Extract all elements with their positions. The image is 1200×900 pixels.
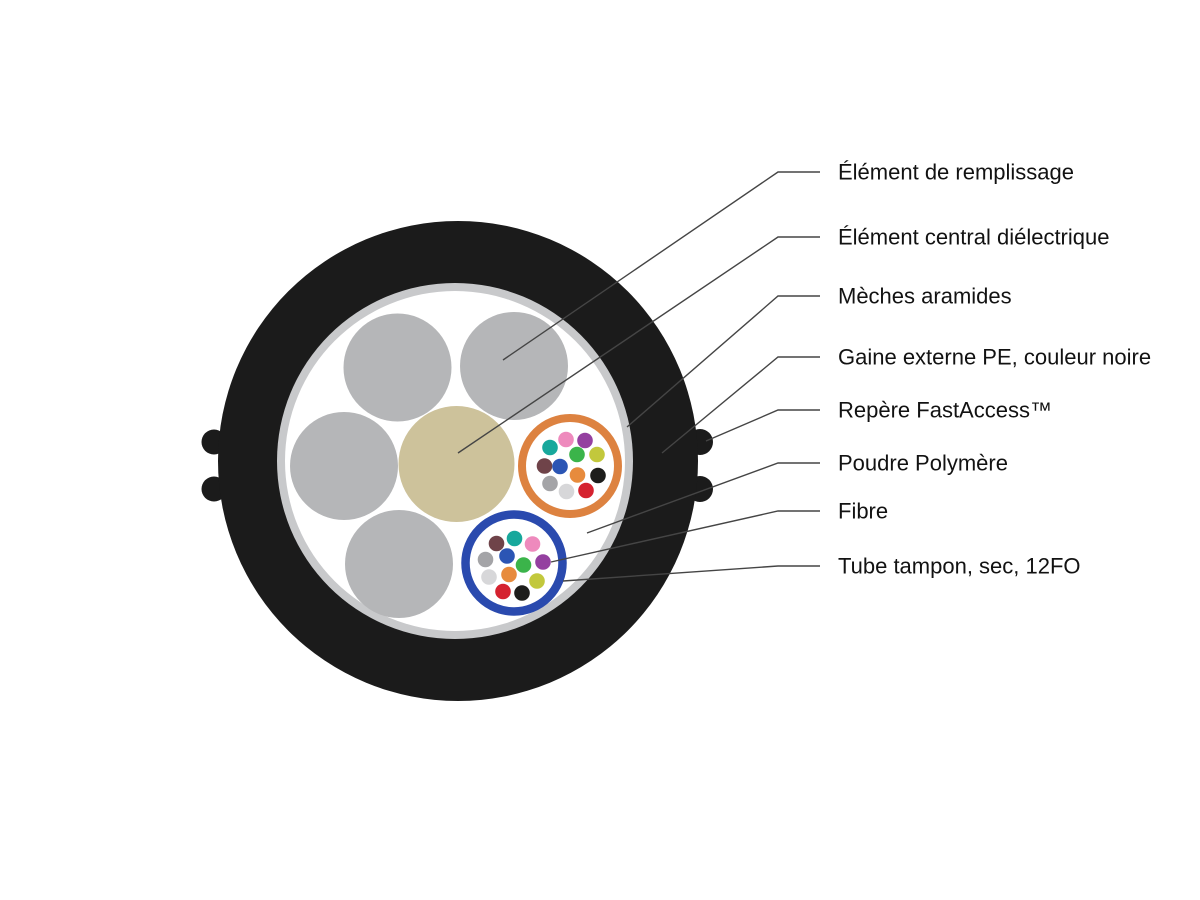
leader-fiber (550, 510, 820, 563)
filler-element (343, 313, 452, 422)
label-buffer-tube: Tube tampon, sec, 12FO (838, 554, 1081, 579)
fiber-dot-brown (536, 458, 553, 474)
fiber-dot-slate (477, 551, 494, 568)
fiber-dot-rose (558, 431, 574, 448)
fiber-dot-blue (552, 458, 568, 475)
label-fiber: Fibre (838, 499, 888, 524)
label-fastaccess-marker: Repère FastAccess™ (838, 398, 1052, 423)
labels: Élément de remplissage Élément central d… (838, 160, 1151, 579)
leader-aramid-yarns (626, 295, 820, 428)
buffer-tube-orange-ring (518, 414, 622, 518)
fiber-dot-green (569, 446, 585, 463)
filler-element (345, 510, 453, 618)
fiber-dot-slate (542, 475, 558, 492)
fiber-dot-yellow (529, 573, 545, 589)
filler-element (460, 312, 568, 420)
fiber-dot-black (590, 467, 606, 484)
leader-central-element (457, 236, 820, 454)
buffer-tube-orange (518, 414, 622, 518)
fiber-dot-black (514, 585, 530, 601)
fiber-dot-orange (501, 566, 517, 583)
fiber-dot-aqua (506, 530, 523, 547)
leader-polymer-powder (586, 462, 820, 534)
label-outer-jacket: Gaine externe PE, couleur noire (838, 345, 1151, 370)
fiber-dot-green (515, 557, 532, 573)
filler-elements (290, 312, 568, 618)
label-aramid-yarns: Mèches aramides (838, 284, 1012, 309)
buffer-tube-blue (461, 510, 567, 616)
leader-fastaccess-marker (705, 409, 820, 442)
fiber-dot-brown (488, 535, 505, 552)
label-central-element: Élément central diélectrique (838, 225, 1109, 250)
fiber-dot-violet (535, 554, 551, 570)
fiber-dot-violet (577, 432, 593, 449)
label-polymer-powder: Poudre Polymère (838, 451, 1008, 476)
filler-element (290, 412, 398, 520)
fiber-dot-white (558, 483, 575, 500)
leader-filler-element (502, 171, 820, 361)
central-dielectric-element (398, 406, 515, 522)
fiber-dot-red (578, 482, 594, 499)
fiber-dot-rose (524, 536, 541, 552)
fiber-dot-aqua (542, 439, 558, 456)
leader-buffer-tube (562, 565, 820, 582)
leader-outer-jacket (661, 356, 820, 454)
fiber-dot-orange (569, 467, 586, 483)
fiber-dot-yellow (589, 446, 605, 463)
fiber-dot-white (481, 569, 497, 585)
label-filler-element: Élément de remplissage (838, 160, 1074, 185)
fiber-dot-blue (499, 548, 515, 564)
fiber-dot-red (495, 583, 511, 600)
leader-lines (457, 171, 820, 582)
